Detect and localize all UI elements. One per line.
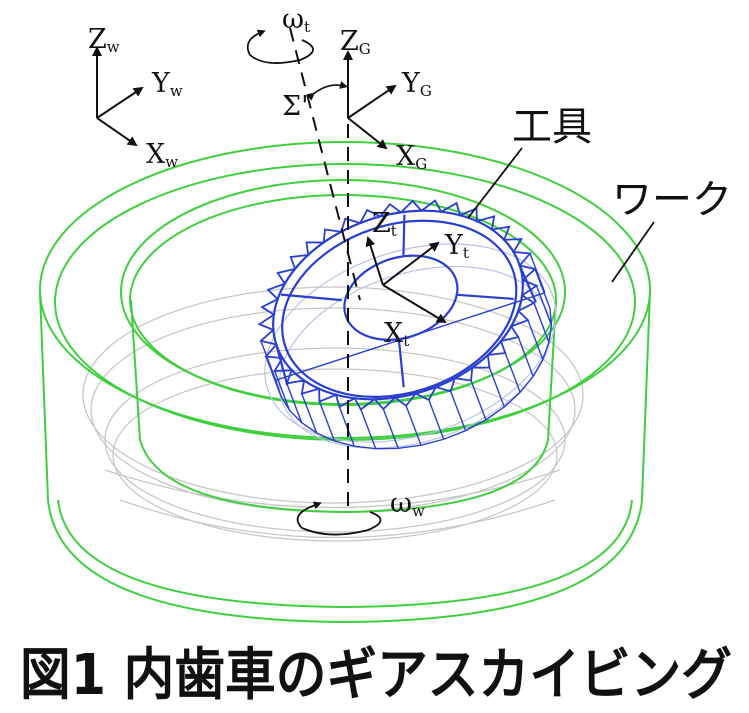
tool-tooth-flank bbox=[273, 370, 291, 411]
tool-tooth-flank bbox=[529, 253, 546, 294]
tool-tooth-flank bbox=[533, 302, 550, 343]
rotation-tool-arrow bbox=[246, 29, 314, 64]
tool-hidden-teeth bbox=[264, 243, 557, 449]
tool-tooth-flank bbox=[301, 393, 318, 434]
tool-tooth-flank bbox=[360, 409, 377, 449]
tool-tooth-flank bbox=[535, 285, 553, 326]
tool-tooth-flank bbox=[527, 319, 544, 360]
tool-axis-line bbox=[289, 27, 361, 301]
sigma-label: Σ' bbox=[282, 91, 309, 122]
tool-tooth-flank bbox=[286, 383, 303, 423]
world-frame bbox=[92, 46, 144, 147]
tool-z-label: Zt bbox=[372, 208, 397, 240]
tool-frame bbox=[365, 236, 447, 324]
tool-x-label: Xt bbox=[384, 318, 409, 350]
gear-z-label: ZG bbox=[340, 26, 371, 58]
sigma-angle-arrow bbox=[306, 81, 348, 101]
work-ring bbox=[39, 141, 651, 624]
tool-tooth-flank bbox=[318, 401, 336, 442]
omega-t-label: ωt bbox=[282, 4, 310, 36]
tool-teeth-profile bbox=[257, 199, 539, 411]
world-z-label: Zw bbox=[88, 24, 120, 56]
tool-cutter bbox=[257, 199, 557, 450]
tool-y-label: Yt bbox=[444, 230, 469, 262]
work-leader-line bbox=[611, 221, 655, 283]
tool-tooth-flank bbox=[470, 380, 487, 421]
gear-frame bbox=[343, 50, 397, 150]
omega-w-label: ωw bbox=[390, 488, 425, 520]
rotation-work-arrow bbox=[296, 501, 382, 536]
tool-tooth-flank bbox=[260, 340, 277, 381]
work-outline bbox=[39, 141, 651, 624]
tool-teeth-lower-profile bbox=[274, 292, 553, 450]
center-lines bbox=[289, 27, 361, 515]
tool-label: 工具 bbox=[512, 104, 592, 150]
gear-x-label: XG bbox=[396, 141, 427, 173]
world-x-label: Xw bbox=[146, 139, 178, 171]
tool-tooth-flank bbox=[517, 336, 534, 377]
tool-tooth-flank bbox=[405, 405, 422, 446]
tool-teeth bbox=[257, 199, 539, 411]
gear-y-label: YG bbox=[401, 68, 432, 100]
tool-tooth-flank bbox=[504, 352, 521, 393]
tool-tooth-flank bbox=[338, 406, 355, 447]
tool-tooth-flank bbox=[534, 268, 551, 309]
figure-caption: 図1 内歯車のギアスカイビング bbox=[20, 643, 732, 708]
tool-leader-line bbox=[467, 147, 523, 219]
tool-tooth-flank bbox=[428, 399, 445, 440]
work-label: ワーク bbox=[612, 177, 732, 223]
tool-tooth-flank bbox=[450, 391, 467, 431]
world-y-label: Yw bbox=[151, 68, 183, 100]
tool-tooth-flank bbox=[382, 408, 399, 449]
tool-tooth-flank bbox=[488, 367, 505, 408]
tool-teeth-front bbox=[260, 253, 553, 450]
